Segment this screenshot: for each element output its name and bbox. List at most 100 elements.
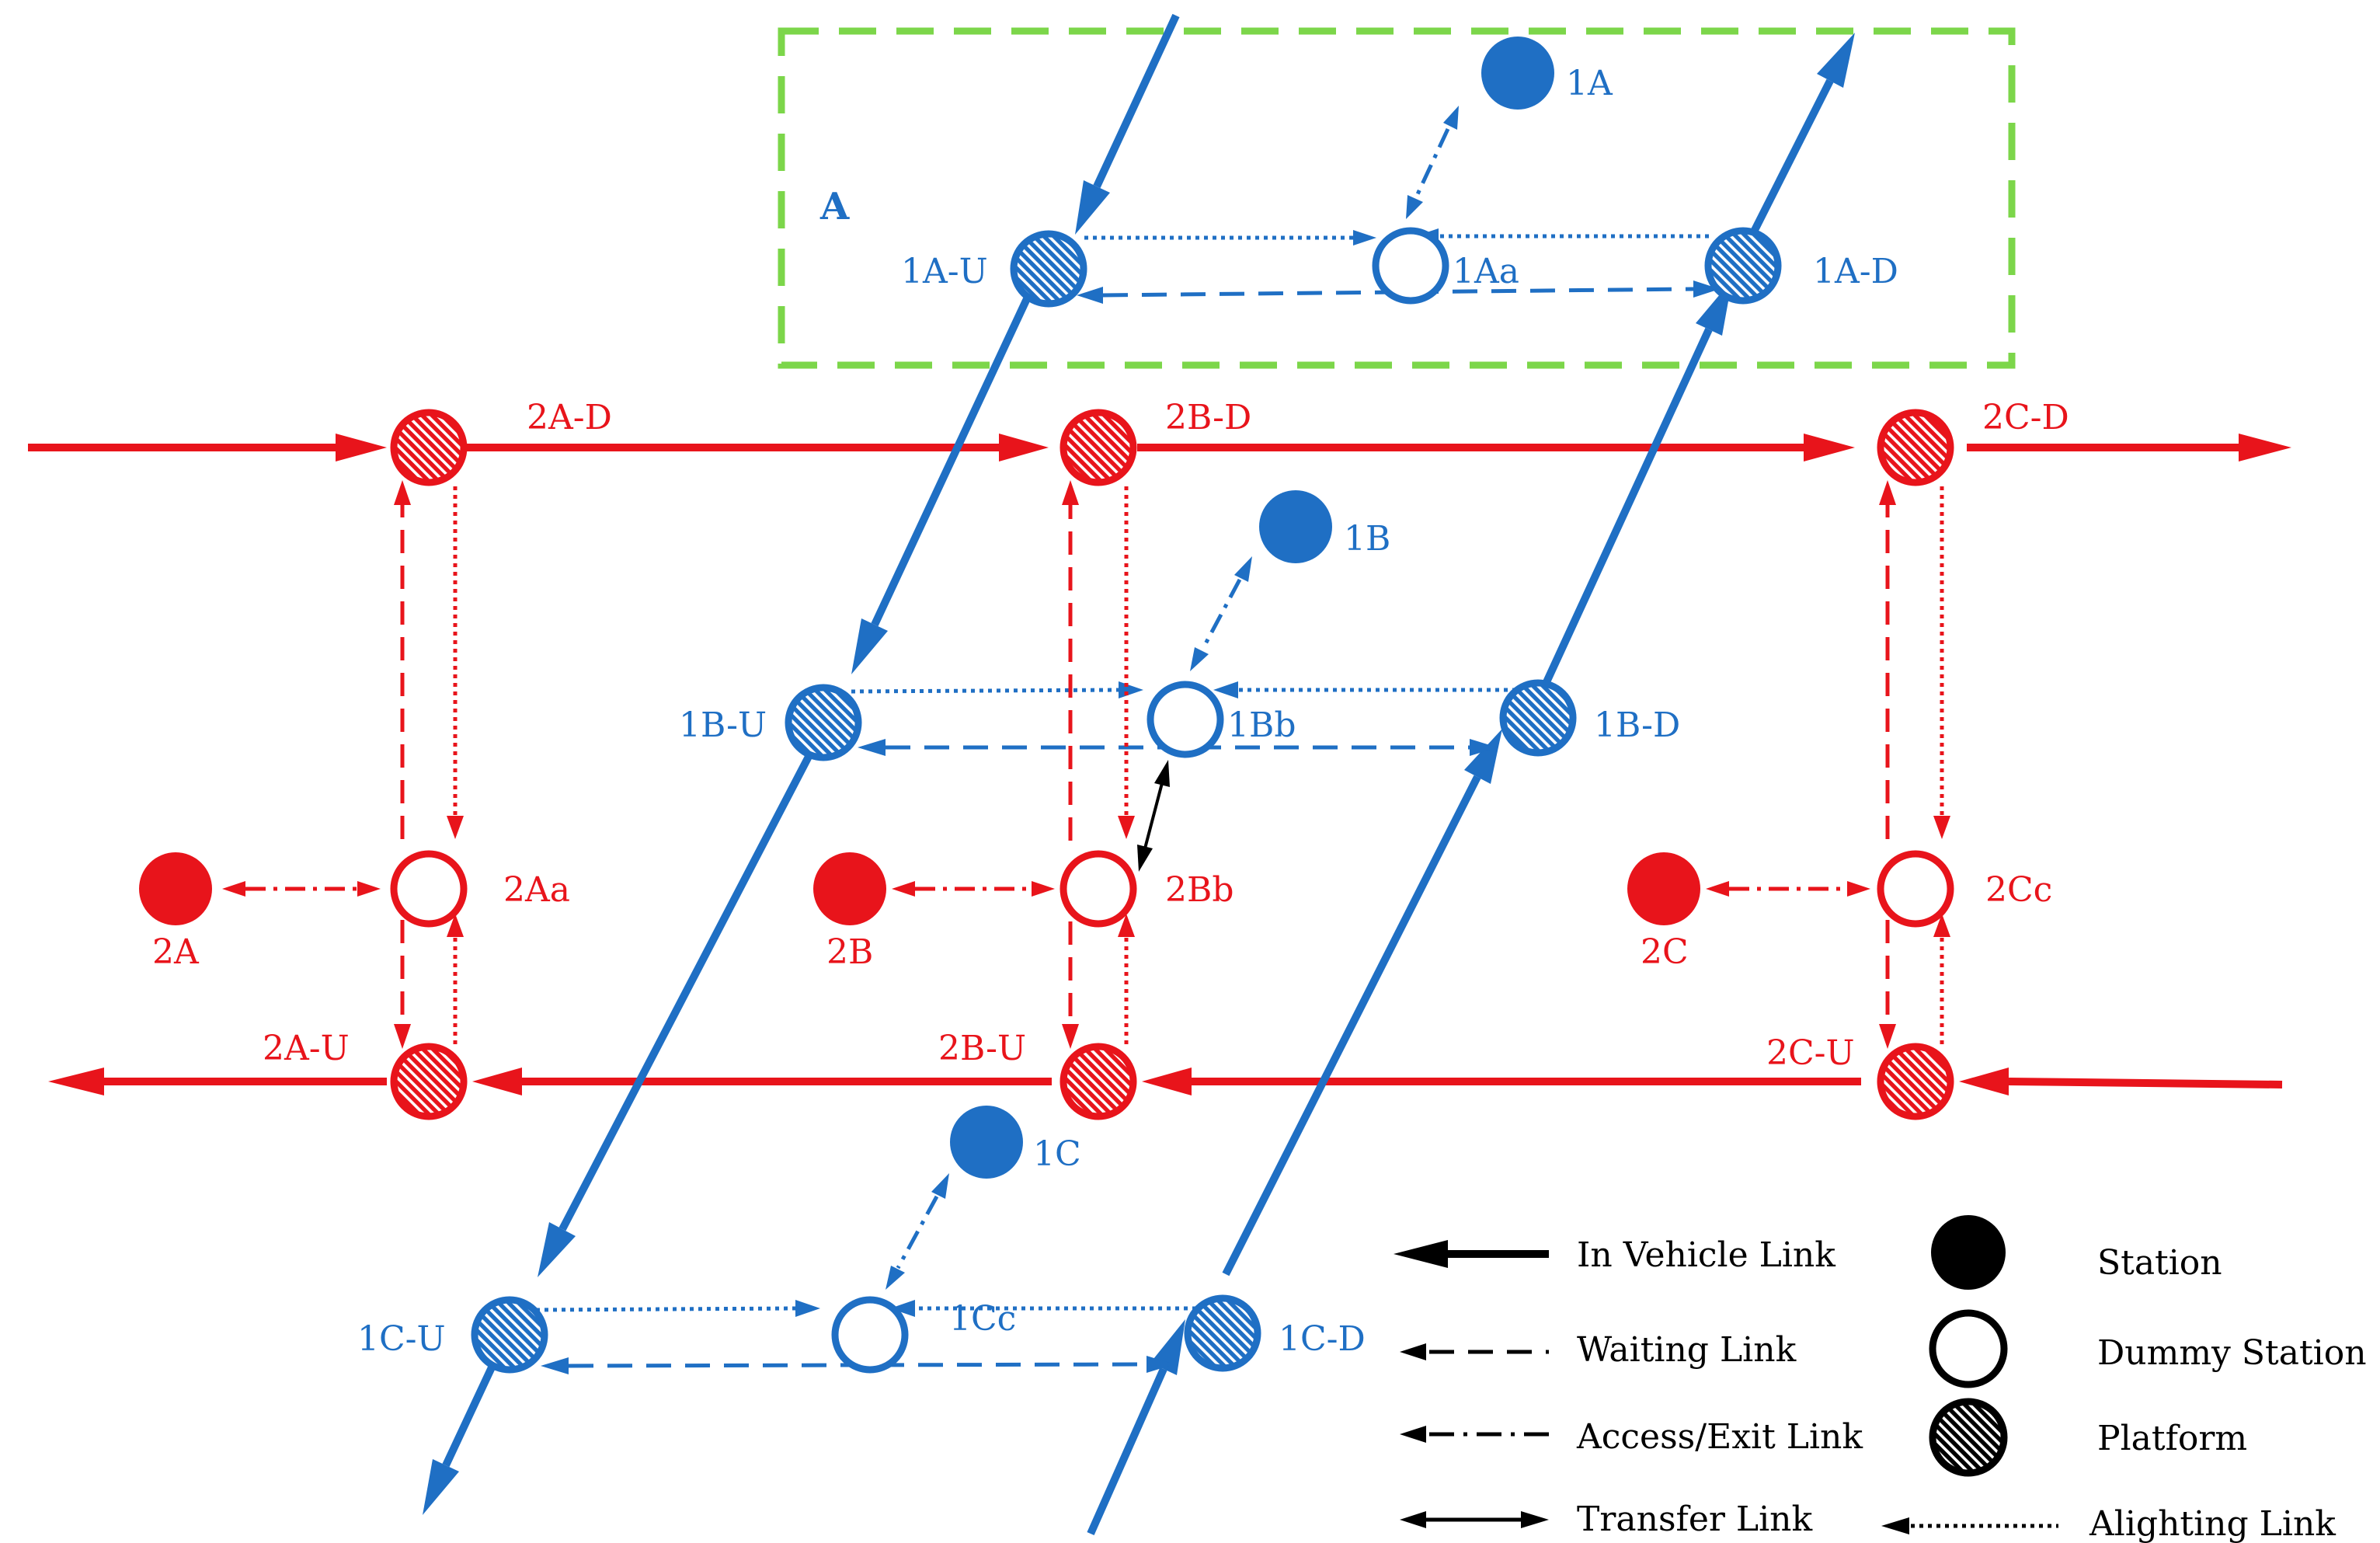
nodes-layer [139,37,1954,1374]
label-station-2a: 2A [152,932,200,972]
station-group-2b-links [892,480,1135,1049]
legend-station-symbol [1931,1215,2006,1290]
station-1c [950,1106,1023,1179]
label-platform-2c-d: 2C-D [1982,398,2069,437]
blue-line-d-segment [1222,775,1481,1277]
arrowhead [1147,1356,1174,1373]
arrowhead [1817,33,1855,88]
arrowhead [394,480,411,505]
access-exit-link [896,1195,939,1270]
red-line-u-segment [2008,1078,2283,1088]
arrowhead [1234,556,1252,582]
arrowhead [1400,1511,1426,1528]
dummy-station-2bb [1060,850,1137,928]
station-2a [139,852,212,925]
label-platform-2b-d: 2B-D [1165,398,1251,437]
platform-2a-d [390,409,468,486]
legend-platform-label: Platform [2097,1419,2247,1458]
label-platform-1a-d: 1A-D [1813,252,1898,291]
blue-line-u [423,13,1180,1515]
red-line-d [28,434,2291,462]
arrowhead [1154,760,1170,787]
label-platform-1c-u: 1C-U [357,1319,446,1359]
access-exit-link [1200,578,1242,651]
arrowhead [1706,881,1729,897]
arrowhead [892,881,915,897]
dummy-station-2cc [1877,850,1954,928]
arrowhead [1879,1024,1896,1049]
blue-line-u-segment [871,266,1045,627]
label-platform-2c-u: 2C-U [1766,1033,1855,1073]
arrowhead [1406,195,1423,219]
legend-platform-symbol [1929,1398,2008,1477]
arrowhead [357,881,381,897]
links-layer [28,13,2291,1536]
blue-line-d [1087,33,1855,1536]
arrowhead [1804,434,1855,462]
arrowhead [1470,739,1498,756]
legend-access-exit-label: Access/Exit Link [1576,1417,1863,1457]
region-a-label: A [819,185,850,228]
arrowhead [423,1459,459,1515]
platform-1a-u [1010,230,1087,308]
station-group-1c-links [535,1173,1196,1374]
arrowhead [1400,1426,1426,1443]
station-group-2c-links [1706,480,1950,1049]
station-group-2a-links [222,480,464,1049]
platform-2b-u [1060,1043,1137,1120]
label-station-2c: 2C [1641,932,1689,972]
arrowhead [795,1300,820,1317]
platform-1c-d [1184,1294,1261,1372]
label-dummy-1bb: 1Bb [1227,705,1296,745]
arrowhead [1400,1343,1426,1360]
legend-transfer-label: Transfer Link [1577,1499,1813,1539]
arrowhead [538,1222,576,1277]
platform-1b-u [785,684,862,761]
arrowhead [1464,729,1502,784]
arrowhead [890,1300,915,1317]
access-exit-link [1414,127,1450,197]
arrowhead [48,1068,104,1095]
arrowhead [999,434,1049,462]
arrowhead [1142,1068,1192,1095]
station-1b [1259,490,1332,563]
arrowhead [1118,914,1135,937]
platform-2b-d [1060,409,1137,486]
legend-transfer-link: Transfer Link [1400,1499,1813,1539]
legend-dummy-station-label: Dummy Station [2097,1333,2367,1373]
label-platform-2a-d: 2A-D [527,398,612,437]
arrowhead [2239,434,2291,462]
legend-in-vehicle-label: In Vehicle Link [1577,1235,1835,1275]
dummy-station-1cc [831,1296,909,1374]
arrowhead [1443,106,1459,130]
station-2c [1627,852,1700,925]
label-station-1b: 1B [1344,519,1390,559]
label-platform-1c-d: 1C-D [1279,1319,1366,1359]
alighting-link [535,1306,796,1312]
label-station-1a: 1A [1566,64,1613,103]
legend-access-exit-link: Access/Exit Link [1400,1417,1863,1457]
legend-dummy-station: Dummy Station [1929,1309,2367,1388]
arrowhead [1879,480,1896,505]
arrowhead [1190,647,1209,671]
platform-1c-u [471,1296,548,1374]
blue-line-d-segment [1745,78,1834,243]
label-platform-2b-u: 2B-U [938,1029,1026,1068]
legend-station: Station [1931,1215,2222,1290]
labels-layer: 1A 1B 1C 2A 2B 2C 1Aa 1Bb 1Cc 2Aa 2Bb 2C… [152,64,2069,1359]
legend-waiting-link: Waiting Link [1400,1330,1797,1370]
label-dummy-2bb: 2Bb [1165,870,1234,910]
legend-waiting-label: Waiting Link [1577,1330,1797,1370]
dummy-station-1aa [1372,227,1449,305]
arrowhead [1062,480,1079,505]
arrowhead [1881,1517,1909,1534]
arrowhead [858,739,886,756]
arrowhead [1693,280,1720,298]
arrowhead [1394,1240,1448,1268]
arrowhead [1959,1068,2009,1095]
arrowhead [222,881,245,897]
arrowhead [541,1357,569,1374]
arrowhead [931,1173,949,1199]
arrowhead [1077,287,1103,304]
